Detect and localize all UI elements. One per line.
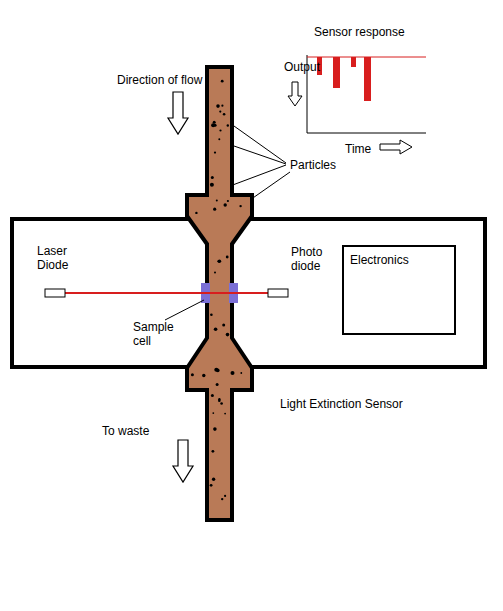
flow-label: To waste: [102, 424, 172, 438]
signal-dip: [333, 57, 340, 88]
particle-dot: [222, 324, 225, 327]
particle-dot: [212, 478, 215, 481]
particle-dot: [212, 450, 215, 453]
box-label: Electronics: [350, 253, 448, 267]
signal-dip: [364, 57, 371, 101]
particle-dot: [210, 484, 213, 487]
particle-dot: [191, 373, 194, 376]
axis-label: Output: [284, 60, 344, 74]
leader-line: [234, 126, 286, 163]
particle-dot: [214, 272, 216, 274]
particle-dot: [213, 121, 216, 124]
particle-dot: [216, 369, 220, 373]
particle-dot: [211, 123, 215, 127]
part-label: Photo diode: [291, 245, 335, 273]
part-label: Laser Diode: [37, 244, 83, 272]
particle-dot: [224, 495, 226, 497]
laser-beam: [65, 292, 268, 294]
particle-dot: [210, 313, 213, 316]
sensor-housing: [12, 219, 485, 367]
particle-dot: [227, 200, 229, 202]
particle-dot: [221, 80, 224, 83]
flow-arrow: [173, 440, 193, 482]
leader-line: [230, 165, 286, 186]
particle-dot: [226, 333, 230, 337]
particle-dot: [219, 129, 221, 131]
particle-dot: [210, 183, 214, 187]
axis-arrow: [288, 82, 302, 106]
particle-dot: [223, 113, 226, 116]
particle-dot: [216, 104, 220, 108]
particle-dot: [218, 138, 220, 140]
particle-dot: [231, 371, 235, 375]
particle-dot: [221, 105, 223, 107]
particle-dot: [211, 176, 214, 179]
leader-line: [250, 172, 290, 200]
particle-dot: [213, 427, 217, 431]
particle-dot: [220, 402, 223, 405]
callout-label: Particles: [290, 158, 370, 172]
particle-dot: [218, 259, 222, 263]
chart-axis: [307, 133, 426, 134]
part-label: Sample cell: [133, 320, 181, 348]
particle-dot: [195, 212, 197, 214]
particle-dot: [218, 400, 221, 403]
particle-dot: [218, 260, 220, 262]
particle-dot: [202, 374, 205, 377]
laser-diode: [45, 289, 65, 297]
particle-dot: [240, 372, 242, 374]
leader-line: [165, 300, 204, 320]
particle-dot: [211, 394, 214, 397]
particle-dot: [224, 413, 226, 415]
particle-dot: [226, 256, 229, 259]
particle-dot: [239, 205, 241, 207]
axis-arrow: [380, 140, 412, 154]
particle-dot: [216, 383, 219, 386]
particles: [191, 80, 242, 501]
electronics-box: Electronics: [342, 245, 456, 335]
housing-title: Light Extinction Sensor: [280, 397, 403, 411]
chart-title: Sensor response: [314, 25, 434, 39]
sensor-housing: Light Extinction SensorElectronics: [10, 217, 487, 369]
particle-dot: [224, 203, 227, 206]
leader-line: [234, 146, 286, 164]
axis-label: Time: [345, 142, 385, 156]
particle-dot: [212, 412, 214, 414]
photo-diode: [268, 289, 288, 297]
particle-dot: [216, 199, 218, 201]
particle-dot: [214, 152, 216, 154]
particle-dot: [227, 124, 229, 126]
particle-dot: [213, 208, 216, 211]
particle-dot: [214, 328, 218, 332]
flow-arrow: [168, 92, 188, 134]
signal-dip: [351, 57, 356, 67]
particle-dot: [221, 498, 223, 500]
flow-label: Direction of flow: [117, 73, 237, 87]
particle-dot: [219, 111, 221, 113]
